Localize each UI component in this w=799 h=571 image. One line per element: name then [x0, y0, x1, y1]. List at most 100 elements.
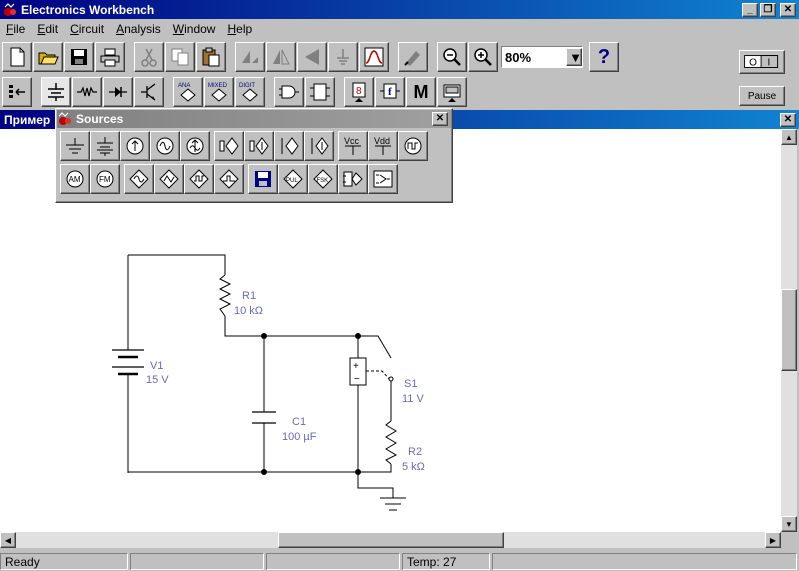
copy-icon	[171, 48, 189, 66]
circuit-window-close-button[interactable]: ✕	[780, 112, 796, 127]
ac-current-source-button[interactable]	[180, 131, 210, 161]
minimize-button[interactable]: _	[742, 2, 758, 17]
nonlinear-dependent-source-button[interactable]	[368, 164, 398, 194]
menu-analysis-key: A	[116, 21, 125, 36]
controls-bin-button[interactable]: f	[375, 77, 405, 107]
open-button[interactable]	[33, 42, 63, 72]
basic-bin-button[interactable]	[72, 77, 102, 107]
scroll-down-button[interactable]: ▼	[781, 516, 797, 532]
wire-r1-to-node	[224, 316, 264, 337]
ground-source-button[interactable]	[60, 131, 90, 161]
scroll-up-button[interactable]: ▲	[781, 129, 797, 145]
pulse-label: PUL	[286, 178, 298, 184]
menu-analysis[interactable]: Analysis	[110, 22, 167, 36]
logic-gates-bin-button[interactable]	[274, 77, 304, 107]
pause-button[interactable]: Pause	[739, 86, 785, 106]
vccs-source-button[interactable]	[244, 131, 274, 161]
fm-source-button[interactable]: FM	[90, 164, 120, 194]
instruments-bin-button[interactable]	[437, 77, 467, 107]
save-button[interactable]	[64, 42, 94, 72]
vertical-scrollbar[interactable]: ▲ ▼	[781, 129, 797, 532]
controlled-one-shot-button[interactable]	[214, 164, 244, 194]
menu-help[interactable]: Help	[221, 22, 258, 36]
copy-button[interactable]	[165, 42, 195, 72]
r2-name: R2	[408, 446, 422, 458]
vertical-scroll-thumb[interactable]	[781, 289, 797, 371]
mixed-ics-bin-button[interactable]: MIXED	[204, 77, 234, 107]
pulse-source-button[interactable]: PUL	[278, 164, 308, 194]
ac-voltage-source-button[interactable]	[150, 131, 180, 161]
vcc-source-button[interactable]: Vcc	[338, 131, 368, 161]
vdd-source-button[interactable]: Vdd	[368, 131, 398, 161]
v1-battery[interactable]	[112, 349, 144, 381]
digital-bin-button[interactable]	[305, 77, 335, 107]
rotate-icon	[242, 51, 258, 63]
flip-flop-icon	[310, 83, 330, 101]
graphs-button[interactable]	[398, 42, 428, 72]
flip-horizontal-button[interactable]	[266, 42, 296, 72]
horizontal-scroll-thumb[interactable]	[278, 532, 504, 548]
print-button[interactable]	[95, 42, 125, 72]
flip-vertical-button[interactable]	[297, 42, 327, 72]
am-label: AM	[69, 175, 81, 184]
rotate-button[interactable]	[235, 42, 265, 72]
clock-source-button[interactable]	[398, 131, 428, 161]
sources-bin-button[interactable]	[41, 77, 71, 107]
cut-button[interactable]	[134, 42, 164, 72]
favorites-bin-button[interactable]	[2, 77, 32, 107]
sources-palette-titlebar[interactable]: Sources ✕	[57, 110, 451, 128]
create-subcircuit-button[interactable]	[359, 42, 389, 72]
menu-window-key: W	[172, 21, 185, 36]
voltage-controlled-square-button[interactable]	[184, 164, 214, 194]
controlled-source-icon	[249, 137, 269, 155]
dc-current-source-button[interactable]	[120, 131, 150, 161]
new-button[interactable]	[2, 42, 32, 72]
paste-button[interactable]	[196, 42, 226, 72]
activate-simulation-switch[interactable]: O I	[739, 50, 785, 74]
miscellaneous-bin-button[interactable]: M	[406, 77, 436, 107]
menu-file[interactable]: File	[0, 22, 31, 36]
sources-palette-close-button[interactable]: ✕	[432, 112, 448, 126]
c1-capacitor[interactable]	[252, 411, 276, 424]
ground-symbol[interactable]	[380, 497, 406, 511]
vcvs-source-button[interactable]	[214, 131, 244, 161]
scroll-left-button[interactable]: ◀	[0, 532, 16, 548]
r1-resistor[interactable]	[218, 274, 232, 317]
pause-label: Pause	[747, 90, 777, 102]
zoom-dropdown-button[interactable]: ▼	[566, 48, 582, 66]
dc-current-source-icon	[126, 137, 144, 155]
voltage-controlled-sine-button[interactable]	[124, 164, 154, 194]
indicators-bin-button[interactable]: 8	[344, 77, 374, 107]
ccvs-source-button[interactable]	[274, 131, 304, 161]
help-button[interactable]: ?	[589, 42, 619, 72]
restore-button[interactable]: ❐	[760, 2, 776, 17]
zoom-level-select[interactable]: 80% ▼	[501, 46, 583, 68]
menu-window[interactable]: Window	[167, 22, 222, 36]
cccs-source-button[interactable]	[304, 131, 334, 161]
menu-edit[interactable]: Edit	[31, 22, 64, 36]
zoom-in-button[interactable]	[468, 42, 498, 72]
polynomial-source-button[interactable]	[338, 164, 368, 194]
digital-ics-bin-button[interactable]: DIGIT	[235, 77, 265, 107]
voltage-controlled-triangle-button[interactable]	[154, 164, 184, 194]
horizontal-scrollbar[interactable]: ◀ ▶	[0, 532, 781, 548]
s1-switch[interactable]: + −	[349, 357, 394, 386]
transistors-bin-button[interactable]	[134, 77, 164, 107]
app-titlebar[interactable]: Electronics Workbench _ ❐ ✕	[0, 0, 799, 19]
close-button[interactable]: ✕	[780, 2, 796, 17]
battery-source-button[interactable]	[90, 131, 120, 161]
r2-resistor[interactable]	[385, 420, 398, 465]
wire-s1-right-top	[358, 335, 392, 359]
component-properties-button[interactable]	[328, 42, 358, 72]
diodes-bin-button[interactable]	[103, 77, 133, 107]
ac-voltage-source-icon	[156, 137, 174, 155]
am-source-button[interactable]: AM	[60, 164, 90, 194]
zoom-in-icon	[474, 48, 492, 66]
fsk-source-button[interactable]: FSK	[308, 164, 338, 194]
analog-ics-bin-button[interactable]: ANA	[173, 77, 203, 107]
piecewise-linear-source-button[interactable]	[248, 164, 278, 194]
zoom-out-button[interactable]	[437, 42, 467, 72]
mixed-bin-label: MIXED	[208, 83, 228, 89]
menu-circuit[interactable]: Circuit	[64, 22, 110, 36]
scroll-right-button[interactable]: ▶	[765, 532, 781, 548]
